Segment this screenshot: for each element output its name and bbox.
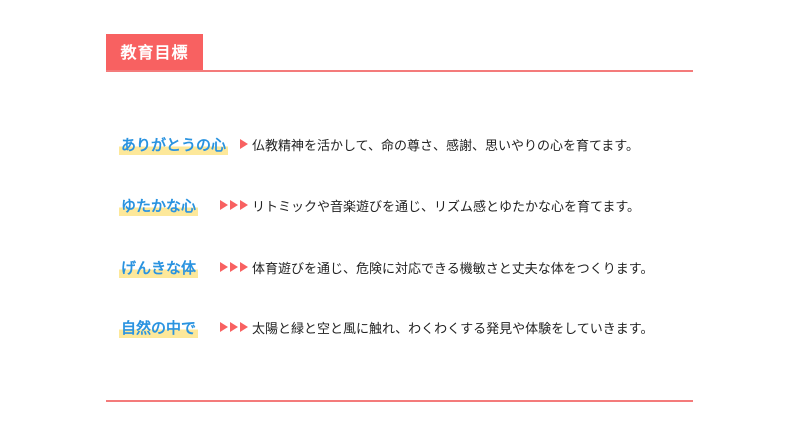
arrow-icon [220,262,228,272]
goal-row: ありがとうの心 仏教精神を活かして、命の尊さ、感謝、思いやりの心を育てます。 [119,133,639,155]
arrow-group [210,139,248,149]
arrow-icon [230,262,238,272]
arrow-group [210,200,248,210]
goal-row: ゆたかな心 リトミックや音楽遊びを通じ、リズム感とゆたかな心を育てます。 [119,194,640,216]
header-divider [106,70,693,72]
goal-label: げんきな体 [119,256,199,278]
goal-description: 太陽と緑と空と風に触れ、わくわくする発見や体験をしていきます。 [252,321,654,337]
goal-description: 体育遊びを通じ、危険に対応できる機敏さと丈夫な体をつくります。 [252,261,654,277]
arrow-icon [240,262,248,272]
goal-description: 仏教精神を活かして、命の尊さ、感謝、思いやりの心を育てます。 [252,138,640,154]
goal-row: 自然の中で 太陽と緑と空と風に触れ、わくわくする発見や体験をしていきます。 [119,316,653,338]
goal-row: げんきな体 体育遊びを通じ、危険に対応できる機敏さと丈夫な体をつくります。 [119,256,653,278]
goal-label: 自然の中で [119,316,199,338]
arrow-icon [240,322,248,332]
arrow-icon [230,322,238,332]
arrow-icon [230,200,238,210]
section-title: 教育目標 [106,34,203,71]
arrow-icon [220,200,228,210]
footer-divider [106,400,693,402]
arrow-group [210,262,248,272]
arrow-icon [240,139,248,149]
arrow-icon [220,322,228,332]
arrow-group [210,322,248,332]
arrow-icon [240,200,248,210]
goal-description: リトミックや音楽遊びを通じ、リズム感とゆたかな心を育てます。 [252,199,641,215]
goal-label: ゆたかな心 [119,194,199,216]
goal-label: ありがとうの心 [119,133,229,155]
